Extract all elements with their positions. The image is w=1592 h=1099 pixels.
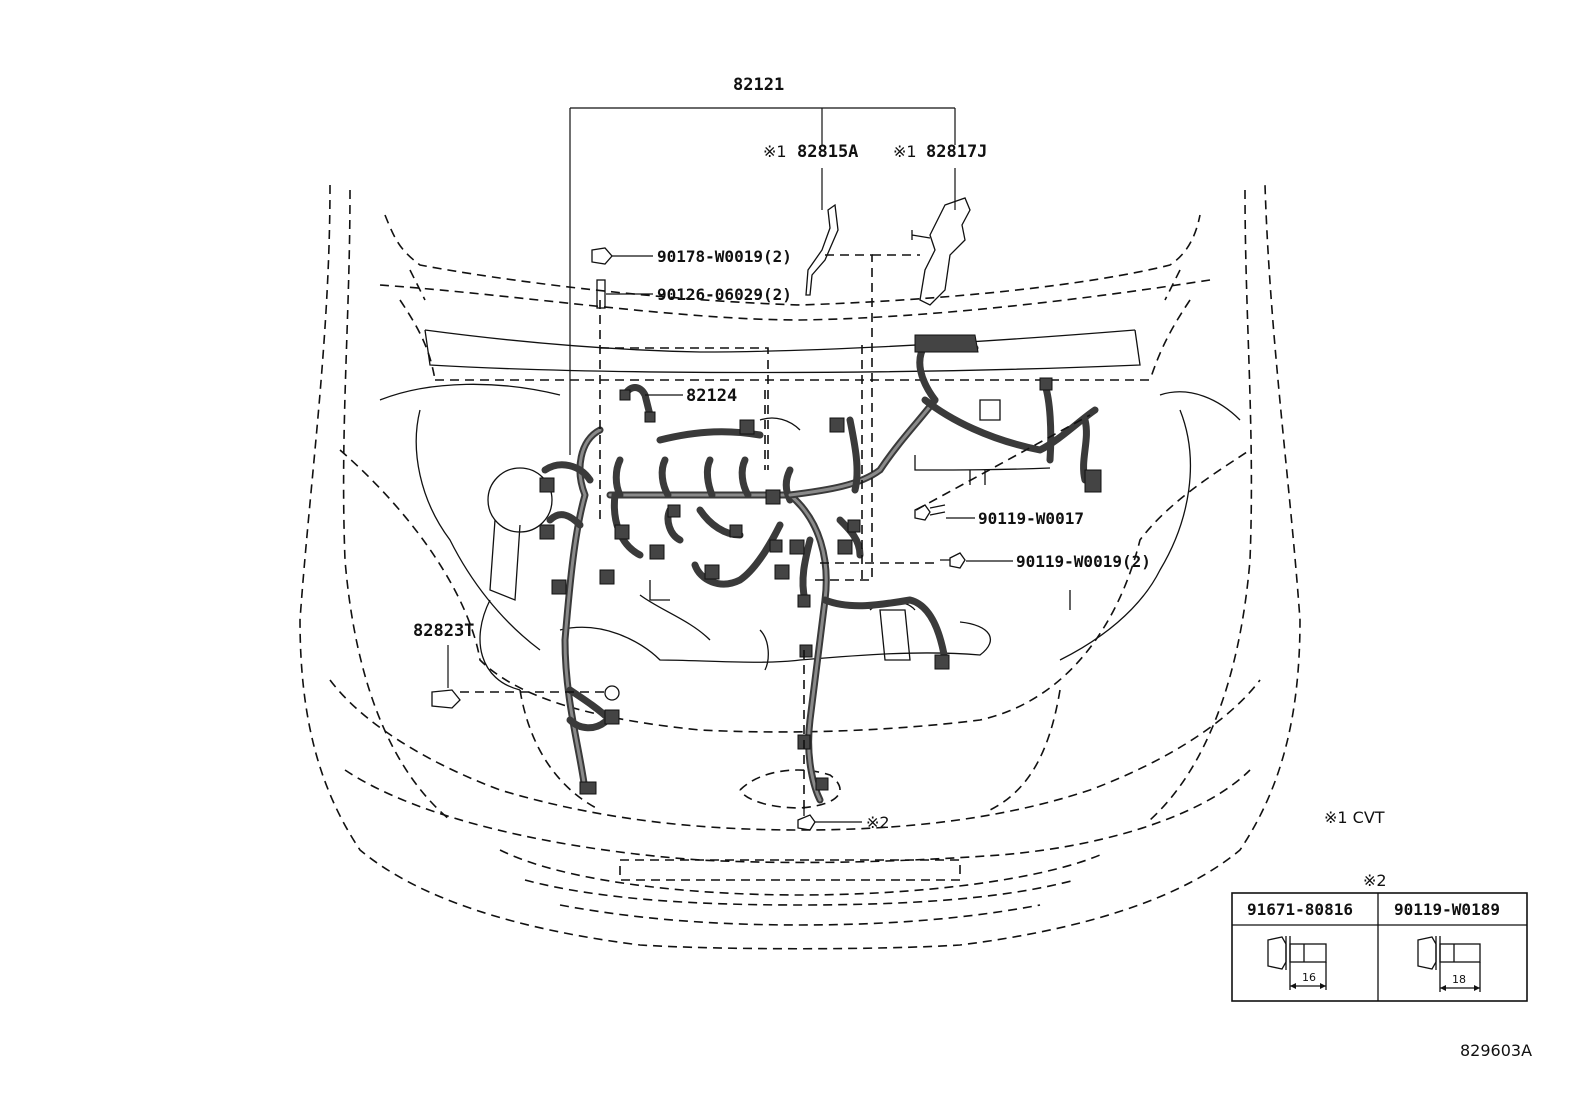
label-82121: 82121 — [733, 75, 784, 95]
vehicle-outline — [299, 184, 1301, 950]
table-col-2-length: 18 — [1452, 973, 1466, 986]
label-cvt-mark-a: ※1 — [763, 142, 787, 161]
leader-lines — [447, 107, 1091, 823]
bolt-drawing-2: 18 — [1417, 936, 1481, 992]
stud-icon — [596, 279, 606, 309]
bolt-icon-c — [797, 806, 816, 831]
figure-id: 829603A — [1460, 1041, 1532, 1060]
table-col-2-part: 90119-W0189 — [1394, 900, 1500, 919]
bolt-spec-table: 91671-80816 90119-W0189 16 — [1231, 892, 1528, 1002]
legend-table-title: ※2 — [1363, 871, 1387, 890]
bolt-drawing-1: 16 — [1267, 936, 1327, 990]
nut-icon — [591, 247, 613, 265]
label-82815A: 82815A — [797, 142, 858, 162]
harness-connectors — [539, 334, 1102, 795]
cvt-bracket-82817J — [911, 197, 971, 306]
label-82124: 82124 — [686, 386, 737, 406]
label-90119-W0017: 90119-W0017 — [978, 509, 1084, 528]
main-wiring-harness — [541, 338, 1099, 804]
fastener-icons — [431, 247, 966, 831]
label-90126-06029: 90126-06029(2) — [657, 285, 792, 304]
table-col-1-part: 91671-80816 — [1247, 900, 1353, 919]
label-90119-W0019: 90119-W0019(2) — [1016, 552, 1151, 571]
cvt-bracket-82815A — [805, 203, 839, 296]
grommet-icon — [604, 685, 620, 701]
table-col-1-length: 16 — [1302, 971, 1316, 984]
legend: ※1 CVT ※2 91671-80816 90119-W0189 16 — [1231, 808, 1528, 1002]
label-82817J: 82817J — [926, 142, 987, 162]
bolt-icon-b — [940, 552, 966, 569]
label-note2-mark: ※2 — [866, 813, 890, 832]
part-labels: 82121 ※1 82815A ※1 82817J 90178-W0019(2)… — [413, 75, 1151, 832]
label-90178-W0019: 90178-W0019(2) — [657, 247, 792, 266]
cvt-note: ※1 CVT — [1324, 808, 1385, 827]
label-82823T: 82823T — [413, 621, 474, 641]
label-cvt-mark-b: ※1 — [893, 142, 917, 161]
clamp-icon — [431, 689, 461, 709]
engine-bay-detail — [379, 329, 1241, 691]
